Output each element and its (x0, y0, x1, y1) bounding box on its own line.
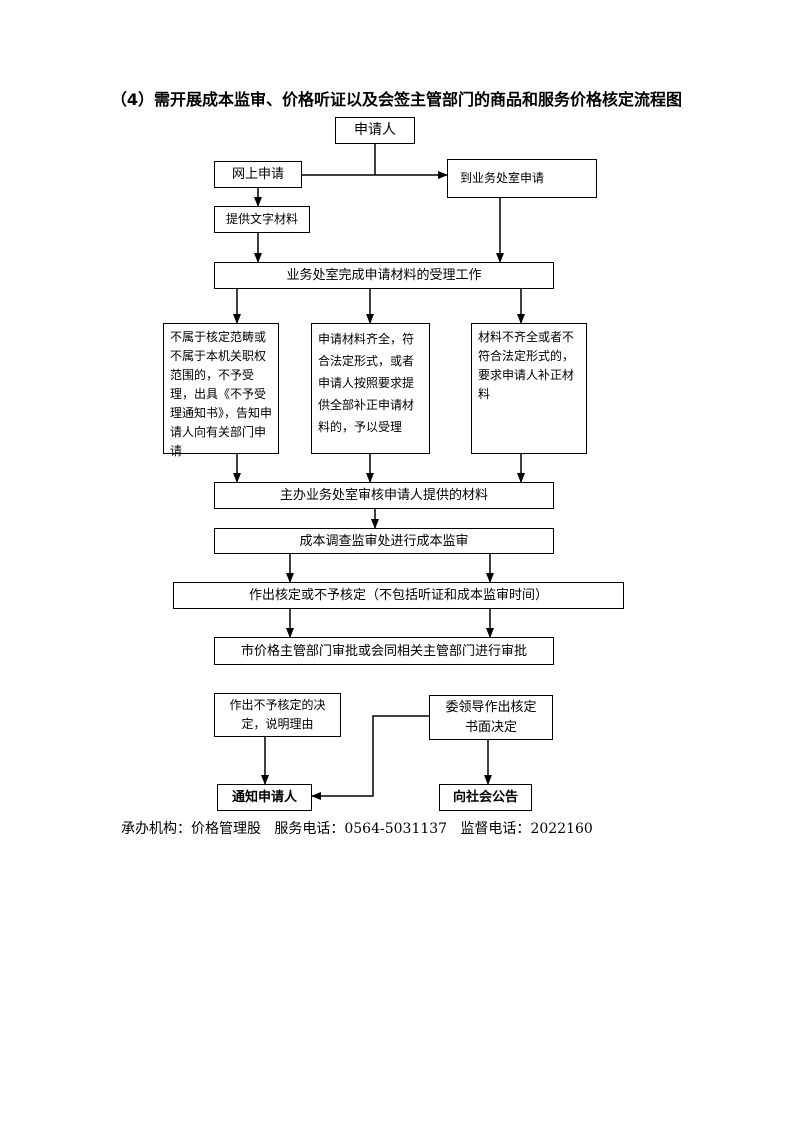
org-name: 价格管理股 (191, 821, 261, 837)
node-review: 主办业务处室审核申请人提供的材料 (214, 482, 554, 509)
node-supplement: 材料不齐全或者不符合法定形式的，要求申请人补正材料 (471, 323, 587, 454)
node-accept: 申请材料齐全，符合法定形式，或者申请人按照要求提供全部补正申请材料的，予以受理 (311, 323, 430, 454)
service-phone-label: 服务电话： (274, 821, 345, 837)
supervise-phone-label: 监督电话： (460, 821, 531, 837)
org-label: 承办机构： (121, 821, 191, 837)
footer-contact: 承办机构：价格管理股 服务电话：0564-5031137 监督电话：202216… (121, 818, 593, 838)
node-decision: 作出核定或不予核定（不包括听证和成本监审时间） (173, 582, 624, 609)
page-title: （4）需开展成本监审、价格听证以及会签主管部门的商品和服务价格核定流程图 (110, 90, 683, 109)
node-acceptance: 业务处室完成申请材料的受理工作 (214, 262, 554, 289)
node-approval: 市价格主管部门审批或会同相关主管部门进行审批 (214, 637, 554, 665)
supervise-phone: 2022160 (530, 821, 593, 837)
node-notify-applicant: 通知申请人 (217, 784, 312, 811)
node-online-apply: 网上申请 (214, 161, 302, 188)
node-reject: 不属于核定范畴或不属于本机关职权范围的，不予受理，出具《不予受理通知书》，告知申… (163, 323, 279, 458)
node-deny-decision: 作出不予核定的决定，说明理由 (214, 693, 341, 737)
arrow-committee-to-notify (311, 715, 429, 800)
node-public-announcement: 向社会公告 (439, 784, 532, 811)
service-phone: 0564-5031137 (344, 821, 448, 837)
node-committee-decision: 委领导作出核定书面决定 (429, 695, 553, 740)
node-applicant: 申请人 (335, 117, 415, 144)
node-submit-docs: 提供文字材料 (214, 206, 310, 233)
node-office-apply: 到业务处室申请 (447, 159, 597, 198)
node-cost-audit: 成本调查监审处进行成本监审 (214, 528, 554, 554)
